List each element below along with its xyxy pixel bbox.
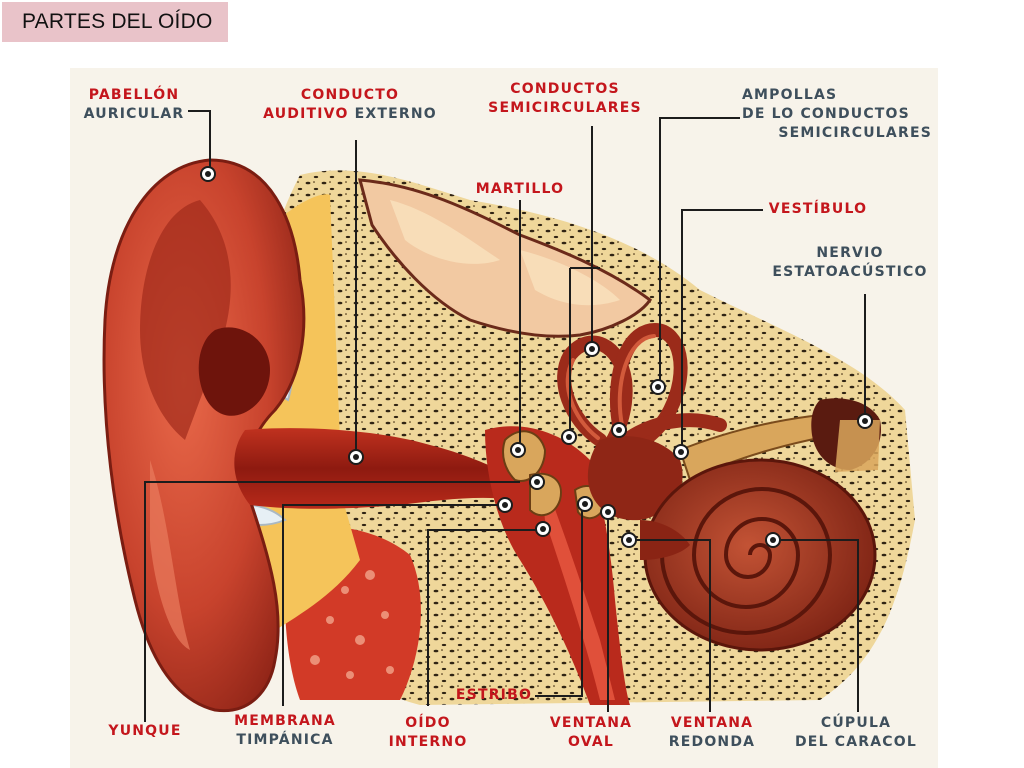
line-vestibulo [681,209,763,450]
marker-cupula [765,532,781,548]
label-line: SEMICIRCULARES [778,125,932,141]
line-ampollas [659,117,740,385]
marker-estribo [577,496,593,512]
line-cupula [775,539,859,712]
cochlea [640,458,877,652]
label-estribo: ESTRIBO [455,687,533,703]
label-line: TIMPÁNICA [236,732,334,748]
marker-aux-2 [611,422,627,438]
label-line: CONDUCTOS [510,81,620,97]
line-yunque [144,481,520,722]
line-ventana-redonda [630,539,711,712]
label-conducto-auditivo-externo: CONDUCTO AUDITIVO EXTERNO [258,86,442,124]
label-line: OÍDO [405,715,451,731]
label-martillo: MARTILLO [475,181,565,197]
label-line: AMPOLLAS [742,87,838,103]
marker-conducto [348,449,364,465]
marker-aux-1 [561,429,577,445]
label-cupula-del-caracol: CÚPULA DEL CARACOL [790,714,922,752]
label-line: AURICULAR [83,106,185,122]
label-line: DE LO CONDUCTOS [742,106,910,122]
label-line: MEMBRANA [234,713,336,729]
marker-ventana-oval [600,504,616,520]
line-estribo [535,505,583,697]
marker-vestibulo [673,444,689,460]
label-line: VENTANA [549,715,633,731]
ear-canal [234,428,520,509]
marker-nervio [857,413,873,429]
marker-oido-interno [535,521,551,537]
label-line: NERVIO [816,245,884,261]
label-oido-interno: OÍDO INTERNO [380,714,476,752]
label-ventana-redonda: VENTANA REDONDA [660,714,764,752]
marker-martillo [510,442,526,458]
label-vestibulo: VESTÍBULO [768,201,868,217]
marker-pabellon [200,166,216,182]
label-line: VENTANA [670,715,754,731]
label-line: CONDUCTO [300,87,400,103]
pointer-markers [200,166,873,548]
vestibule [587,436,683,521]
label-word: AUDITIVO [263,106,349,122]
marker-yunque [529,474,545,490]
label-line: SEMICIRCULARES [488,100,642,116]
label-pabellon-auricular: PABELLÓN AURICULAR [78,86,190,124]
label-word: EXTERNO [354,106,437,122]
label-line: REDONDA [668,734,756,750]
label-line: OVAL [568,734,614,750]
label-membrana-timpanica: MEMBRANA TIMPÁNICA [226,712,344,750]
slide-title: PARTES DEL OÍDO [2,2,228,42]
marker-ventana-redonda [621,532,637,548]
marker-conductos-semi [584,341,600,357]
label-ventana-oval: VENTANA OVAL [545,714,637,752]
marker-membrana [497,497,513,513]
label-line: DEL CARACOL [794,734,917,750]
label-line: AUDITIVO EXTERNO [258,105,442,124]
label-line: PABELLÓN [88,87,180,103]
pointer-lines [144,110,866,722]
label-nervio-estatoacustico: NERVIO ESTATOACÚSTICO [765,244,935,282]
label-line: ESTATOACÚSTICO [772,264,928,280]
label-yunque: YUNQUE [108,723,182,739]
line-membrana [282,504,500,706]
line-pabellon [188,110,211,172]
label-conductos-semicirculares: CONDUCTOS SEMICIRCULARES [480,80,650,118]
label-ampollas: AMPOLLAS DE LO CONDUCTOS SEMICIRCULARES [742,86,932,143]
label-line: INTERNO [388,734,468,750]
line-oido-interno [427,529,540,706]
label-line: CÚPULA [820,715,892,731]
marker-ampollas [650,379,666,395]
